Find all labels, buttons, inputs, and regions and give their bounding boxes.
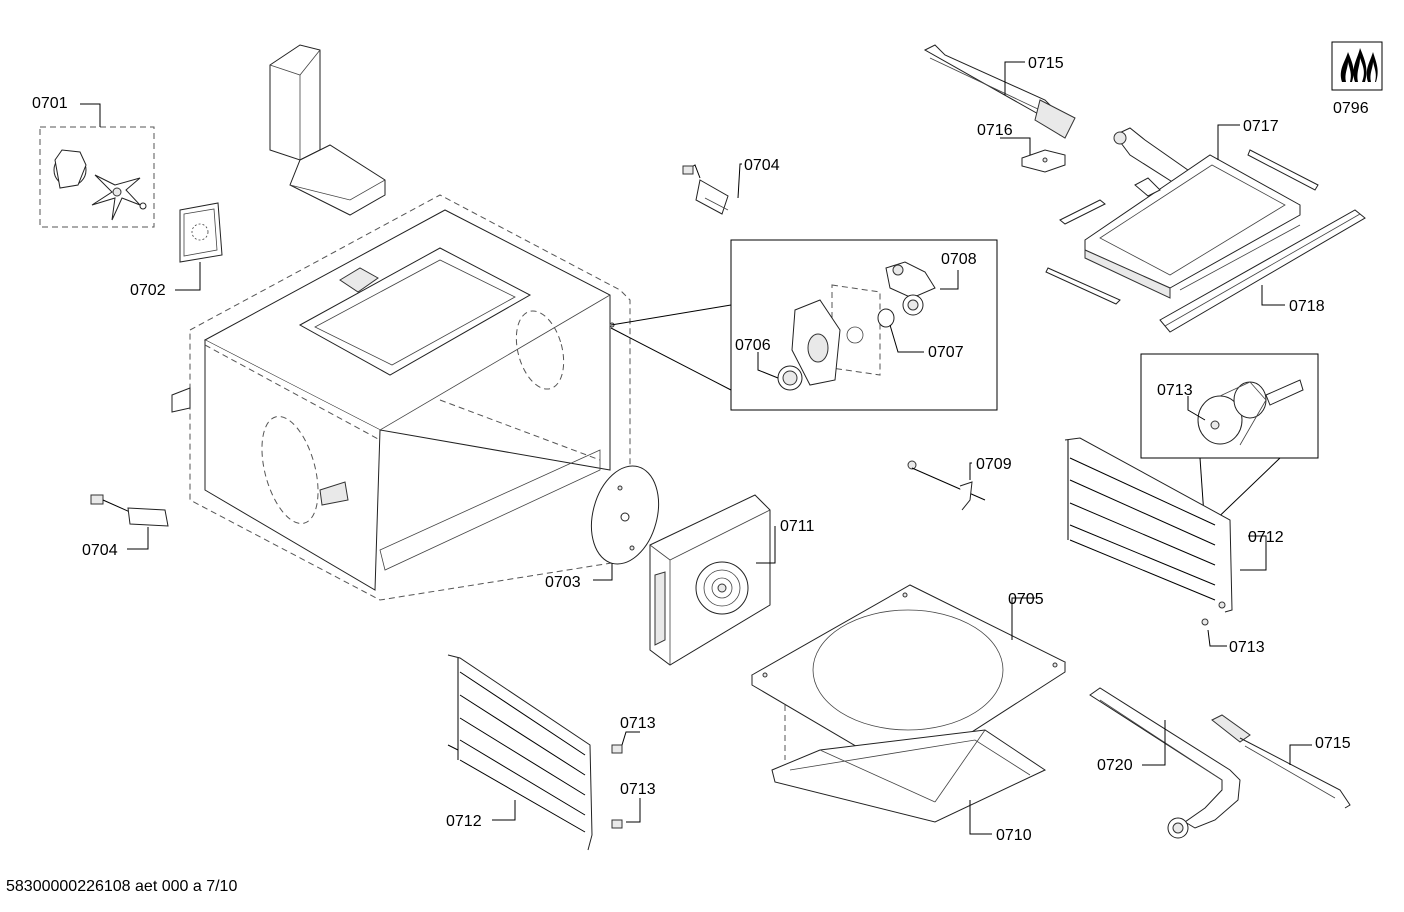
drawing-reference-footer: 58300000226108 aet 000 a 7/10 <box>6 878 238 895</box>
label-0716: 0716 <box>977 122 1013 139</box>
part-0713-pin-left-lower <box>611 798 641 829</box>
part-0717-burner <box>1045 124 1319 305</box>
label-0701: 0701 <box>32 95 68 112</box>
label-0718: 0718 <box>1289 298 1325 315</box>
part-0702-cover-plate <box>175 202 223 291</box>
label-0702: 0702 <box>130 282 166 299</box>
part-0715-cable-top <box>923 44 1076 139</box>
part-0720-gas-tube <box>1089 687 1241 839</box>
part-0703-disc <box>590 465 660 581</box>
label-0706: 0706 <box>735 337 771 354</box>
label-0704-left: 0704 <box>82 542 118 559</box>
label-0712-left: 0712 <box>446 813 482 830</box>
label-0713-left-upper: 0713 <box>620 715 656 732</box>
label-0710: 0710 <box>996 827 1032 844</box>
part-0712-rack-right <box>1064 437 1267 647</box>
label-0715-top: 0715 <box>1028 55 1064 72</box>
part-0715-cable-bottom <box>1211 714 1351 809</box>
oven-cavity-housing <box>171 44 631 601</box>
label-0796: 0796 <box>1333 100 1369 117</box>
flame-icon-0796 <box>1331 41 1383 91</box>
label-0707: 0707 <box>928 344 964 361</box>
label-0709: 0709 <box>976 456 1012 473</box>
label-0712-right: 0712 <box>1248 529 1284 546</box>
label-0708: 0708 <box>941 251 977 268</box>
label-0704-top: 0704 <box>744 157 780 174</box>
part-0713-pin-left-upper <box>611 731 640 754</box>
part-0711-fan-cover <box>649 494 776 666</box>
part-0709-temperature-probe <box>907 460 986 511</box>
part-0704-sensor-left <box>90 494 169 550</box>
label-0703: 0703 <box>545 574 581 591</box>
detail-box-0713-pin <box>1140 353 1319 531</box>
part-0704-sensor-top <box>682 163 742 215</box>
label-0713-right: 0713 <box>1229 639 1265 656</box>
part-0718-rail <box>1159 209 1366 333</box>
part-0716-bracket <box>1000 137 1066 173</box>
label-0715-bottom: 0715 <box>1315 735 1351 752</box>
label-0713-detail: 0713 <box>1157 382 1193 399</box>
part-0712-rack-left <box>447 654 593 851</box>
label-0711: 0711 <box>780 518 815 535</box>
part-0710-bottom-tray <box>771 729 1047 835</box>
label-0717: 0717 <box>1243 118 1279 135</box>
label-0705: 0705 <box>1008 591 1044 608</box>
detail-box-lamp-holder <box>610 239 998 411</box>
label-0720: 0720 <box>1097 757 1133 774</box>
label-0713-left-lower: 0713 <box>620 781 656 798</box>
part-0701-fan-motor <box>39 103 155 228</box>
